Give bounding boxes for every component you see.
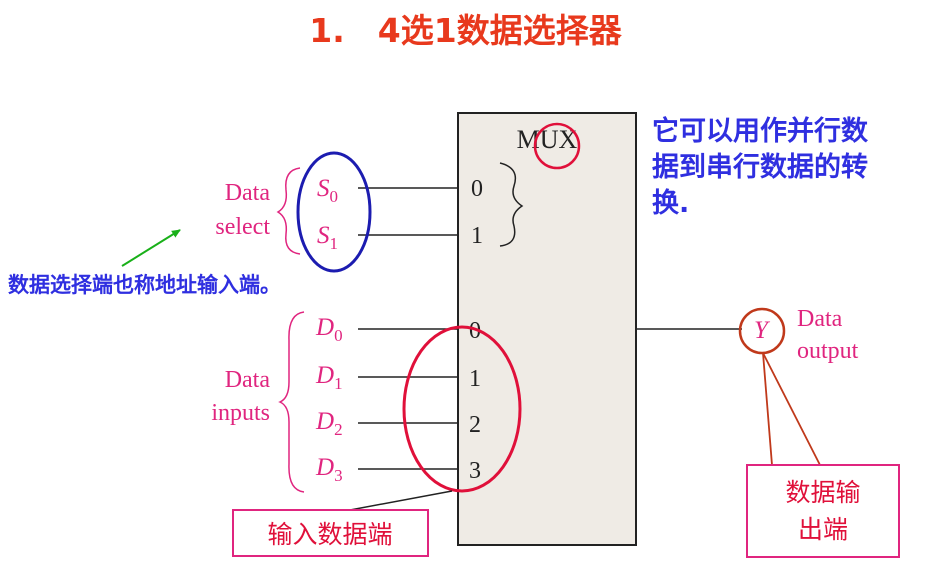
mux-label: MUX — [517, 125, 578, 154]
select-pin-0: 0 — [471, 176, 483, 202]
data-pin-1: 1 — [469, 366, 481, 392]
data-input-callout-text: 输入数据端 — [267, 520, 392, 549]
data-input-callout-box — [232, 509, 429, 557]
input-signal-d1: D1 — [315, 362, 343, 393]
output-highlight-circle — [738, 307, 786, 355]
select-highlight-circle — [296, 151, 372, 273]
select-group-label-2: select — [215, 214, 270, 240]
inputs-group-label-1: Data — [225, 367, 271, 393]
select-group-brace — [276, 167, 301, 255]
input-box-pointer — [349, 490, 453, 511]
select-note-arrow — [121, 229, 181, 267]
inputs-group-label-2: inputs — [211, 400, 270, 426]
select-pin-1: 1 — [471, 223, 483, 249]
select-signal-s0: S0 — [317, 175, 338, 206]
data-inputs-highlight-ellipse — [402, 325, 522, 493]
select-group-label-1: Data — [225, 180, 271, 206]
data-output-callout-box — [746, 464, 900, 558]
data-pin-3: 3 — [469, 458, 481, 484]
data-output-callout-line-1: 数据输 — [785, 478, 860, 507]
page-title: 1. 4选1数据选择器 — [309, 11, 622, 50]
data-pin-0: 0 — [469, 318, 481, 344]
output-label-2: output — [797, 338, 859, 364]
mux-label-highlight-circle — [533, 122, 581, 170]
mux-block — [457, 112, 637, 546]
output-box-pointer-1 — [762, 352, 773, 466]
select-signal-s1: S1 — [317, 222, 338, 253]
parallel-serial-note-line-2: 据到串行数据的转 — [652, 151, 868, 183]
output-label-1: Data — [797, 306, 843, 332]
inputs-group-brace — [278, 311, 305, 493]
input-signal-d3: D3 — [315, 454, 343, 485]
input-signal-d0: D0 — [315, 314, 343, 345]
data-pin-2: 2 — [469, 412, 481, 438]
data-output-callout-line-2: 出端 — [798, 515, 848, 544]
output-signal-y: Y — [754, 317, 771, 344]
input-signal-d2: D2 — [315, 408, 343, 439]
select-note: 数据选择端也称地址输入端。 — [8, 273, 281, 297]
output-box-pointer-2 — [762, 352, 821, 466]
select-pin-brace — [499, 162, 524, 247]
parallel-serial-note-line-3: 换. — [652, 188, 689, 219]
parallel-serial-note-line-1: 它可以用作并行数 — [652, 115, 869, 147]
